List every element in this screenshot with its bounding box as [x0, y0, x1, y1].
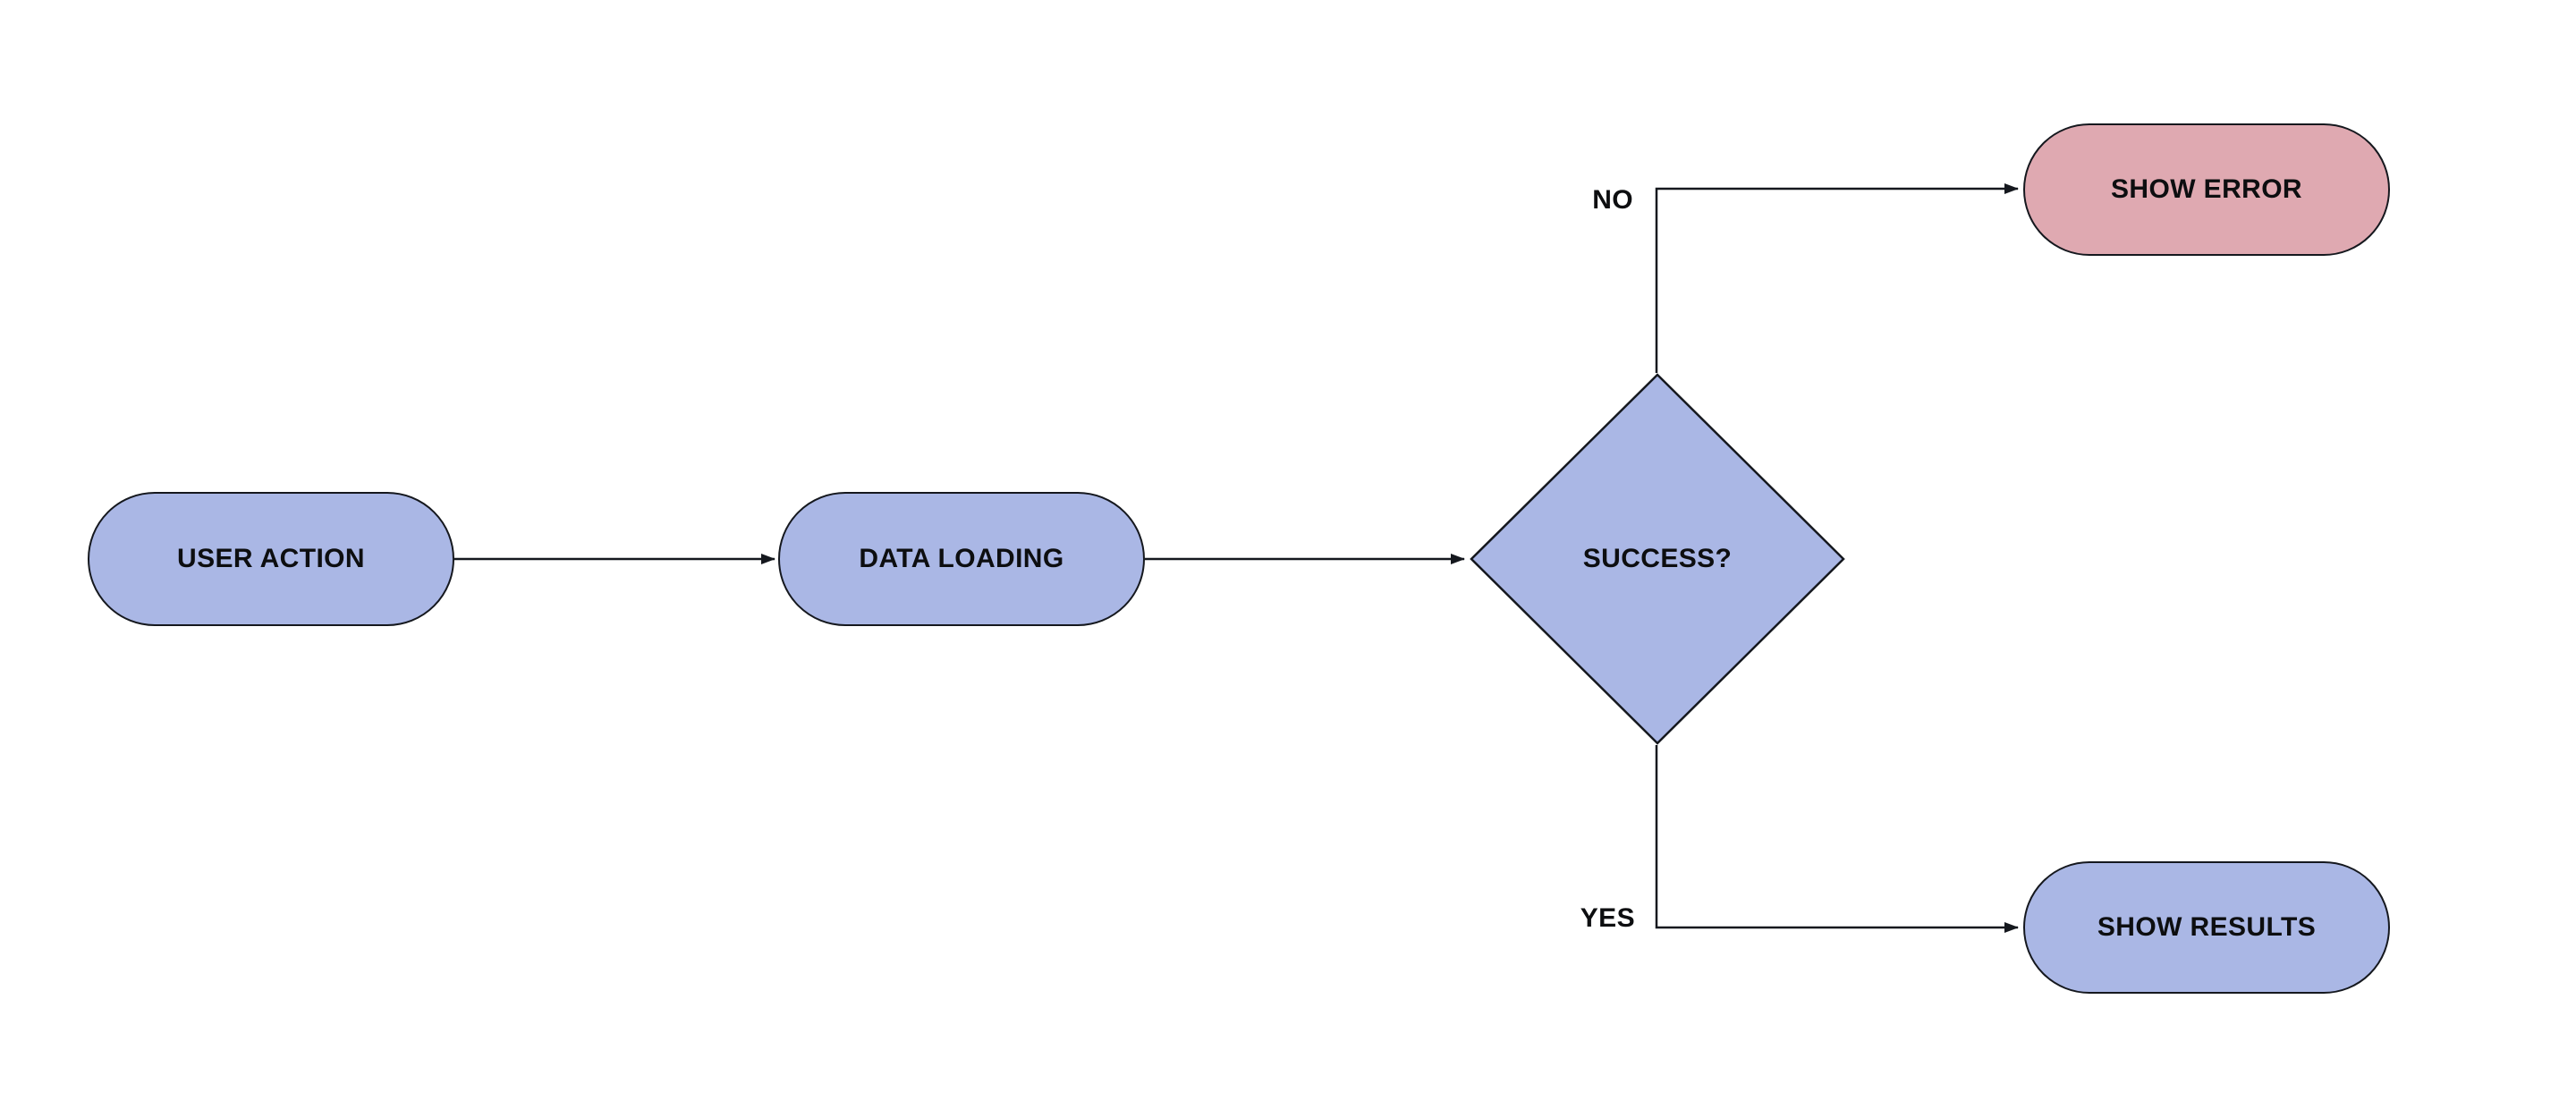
node-show-results: SHOW RESULTS	[2023, 861, 2390, 994]
edge-label-yes: YES	[1580, 903, 1635, 933]
node-user-action-label: USER ACTION	[177, 544, 365, 573]
node-success-label: SUCCESS?	[1582, 544, 1733, 573]
diamond-shape	[1470, 373, 1845, 745]
node-data-loading-label: DATA LOADING	[859, 544, 1064, 573]
edge-label-no: NO	[1592, 185, 1633, 215]
node-user-action: USER ACTION	[88, 492, 454, 626]
connector-success-to-show-results	[1655, 745, 2019, 933]
node-show-error: SHOW ERROR	[2023, 123, 2390, 256]
node-success-decision: SUCCESS?	[1470, 373, 1845, 745]
connector-success-to-show-error	[1655, 183, 2019, 373]
node-show-error-label: SHOW ERROR	[2111, 174, 2302, 204]
node-data-loading: DATA LOADING	[778, 492, 1145, 626]
node-show-results-label: SHOW RESULTS	[2097, 912, 2317, 942]
